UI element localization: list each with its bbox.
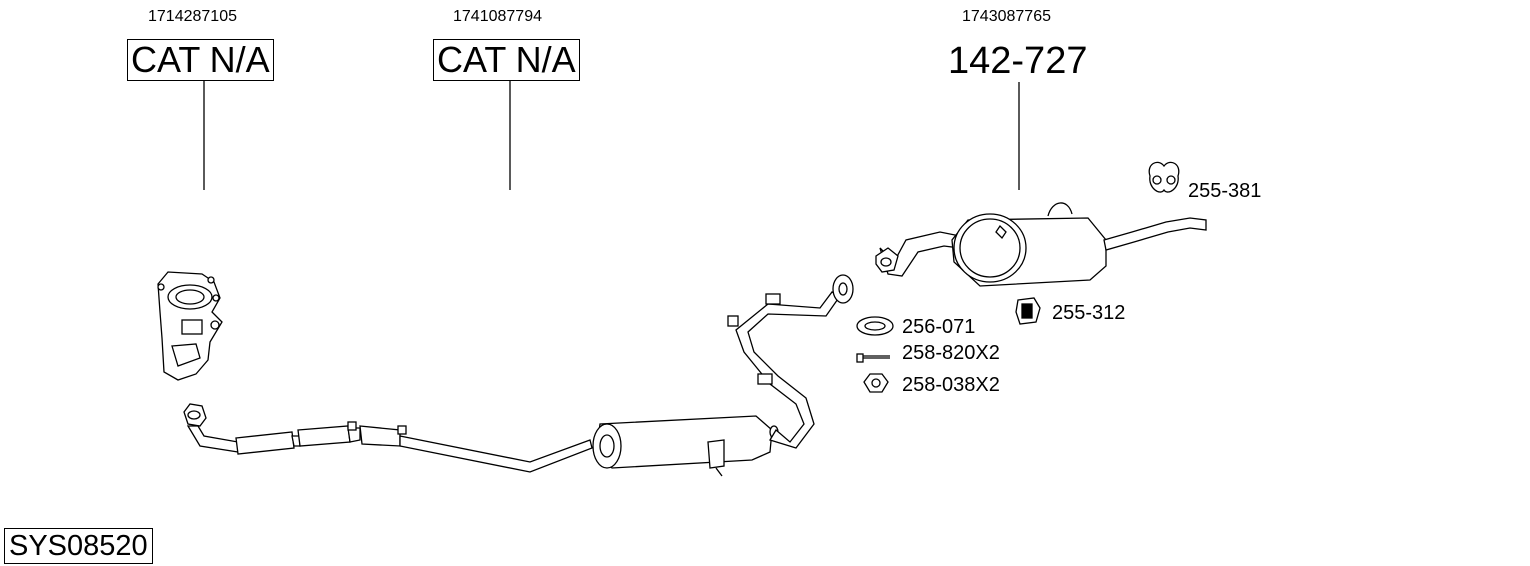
nut-icon [863,373,889,393]
catalytic-converter [157,271,223,381]
hanger-clamp-icon [1015,297,1041,325]
cat-na-box-1: CAT N/A [127,39,274,81]
header-ref-2: 1741087794 [453,8,542,25]
center-silencer [592,415,779,477]
part-label-hanger-clamp: 255-312 [1052,302,1126,324]
front-pipe [183,403,593,473]
gasket-icon [856,316,894,336]
intermediate-pipe [727,274,854,449]
header-ref-3: 1743087765 [962,8,1051,25]
header-ref-1: 1714287105 [148,8,237,25]
hanger-rubber-icon [1148,161,1180,193]
rear-silencer [875,202,1207,287]
part-label-gasket: 256-071 [902,316,976,338]
bolt-icon [856,353,890,363]
cat-na-box-2: CAT N/A [433,39,580,81]
main-part-number: 142-727 [948,40,1088,82]
system-code-box: SYS08520 [4,528,153,564]
part-label-bolt: 258-820X2 [902,342,1000,364]
part-label-nut: 258-038X2 [902,374,1000,396]
part-label-hanger-rubber: 255-381 [1188,180,1262,202]
